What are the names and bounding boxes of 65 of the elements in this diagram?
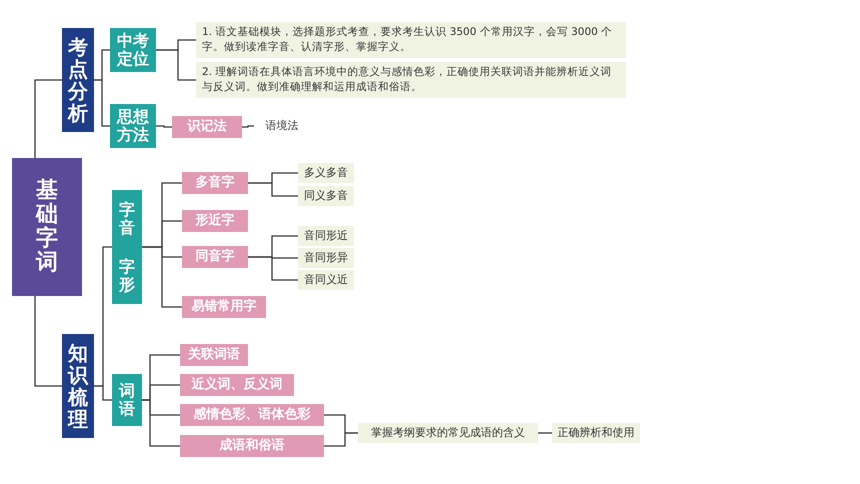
node-label: 形近字 [196, 214, 234, 228]
node-label: 考点分析 [68, 36, 88, 124]
node-label: 易错常用字 [192, 300, 256, 314]
subcategory-box [110, 104, 156, 148]
node-label: 基础字词 [36, 178, 58, 276]
connector-line [94, 385, 112, 401]
connector-line [94, 79, 110, 127]
category-box [62, 28, 94, 132]
node-label: 音同义近 [304, 274, 348, 286]
node-label: 关联词语 [188, 348, 240, 362]
item-box [180, 435, 324, 457]
node-label: 识记法 [188, 120, 226, 134]
item-box [182, 246, 248, 268]
node-label: 字音 [119, 200, 135, 236]
item-box [182, 210, 248, 232]
node-label: 同音字 [196, 250, 234, 264]
node-label: 思想方法 [117, 108, 149, 144]
detail-box [552, 423, 640, 443]
connector-line [34, 79, 62, 158]
node-label: 字形 [119, 258, 135, 294]
node-label: 1. 语文基础模块，选择题形式考查，要求考生认识 3500 个常用汉字，会写 3000 个字。做到读准字音、认清字形、掌握字义。 [202, 25, 614, 55]
node-label: 中考定位 [117, 32, 149, 68]
note-box [196, 62, 626, 98]
detail-box [298, 186, 354, 206]
category-box [62, 334, 94, 438]
node-label: 同义多音 [304, 190, 348, 202]
item-box [182, 172, 248, 194]
note-box [196, 22, 626, 58]
connector-line [142, 246, 182, 308]
node-label: 知识梳理 [68, 342, 88, 430]
detail-box [298, 248, 354, 268]
connector-line [324, 432, 358, 447]
node-label: 掌握考纲要求的常见成语的含义 [371, 426, 525, 440]
node-label: 近义词、反义词 [192, 378, 282, 392]
connector-line [248, 256, 298, 281]
detail-box [298, 270, 354, 290]
connector-line [156, 49, 196, 81]
item-box [180, 374, 294, 396]
topic-box [12, 158, 82, 296]
node-label: 音同形近 [304, 230, 348, 242]
detail-box [298, 226, 354, 246]
connector-line [34, 296, 62, 387]
item-box [182, 296, 266, 318]
connector-line [142, 399, 180, 447]
item-box [180, 344, 248, 366]
item-box [180, 404, 324, 426]
detail-box [358, 423, 538, 443]
subcategory-box [112, 374, 142, 426]
node-label: 成语和俗语 [220, 438, 284, 454]
connector-line [242, 125, 254, 128]
node-label: 多音字 [196, 176, 234, 190]
node-label: 感情色彩、语体色彩 [194, 408, 310, 422]
node-label: 2. 理解词语在具体语言环境中的意义与感情色彩，正确使用关联词语并能辨析近义词与反义词。做到准确理解和运用成语和俗语。 [202, 65, 612, 95]
connector-line [248, 182, 298, 197]
subcategory-box [110, 28, 156, 72]
node-label: 多义多音 [304, 166, 348, 180]
connector-line [156, 125, 172, 128]
subcategory-box [112, 190, 142, 304]
connector-line [538, 432, 552, 434]
node-label: 正确辨析和使用 [558, 426, 634, 440]
node-label: 语境法 [266, 120, 298, 132]
detail-box [298, 163, 354, 183]
item-box [172, 116, 242, 138]
node-label: 音同形异 [304, 252, 348, 264]
node-label: 词语 [119, 382, 135, 418]
